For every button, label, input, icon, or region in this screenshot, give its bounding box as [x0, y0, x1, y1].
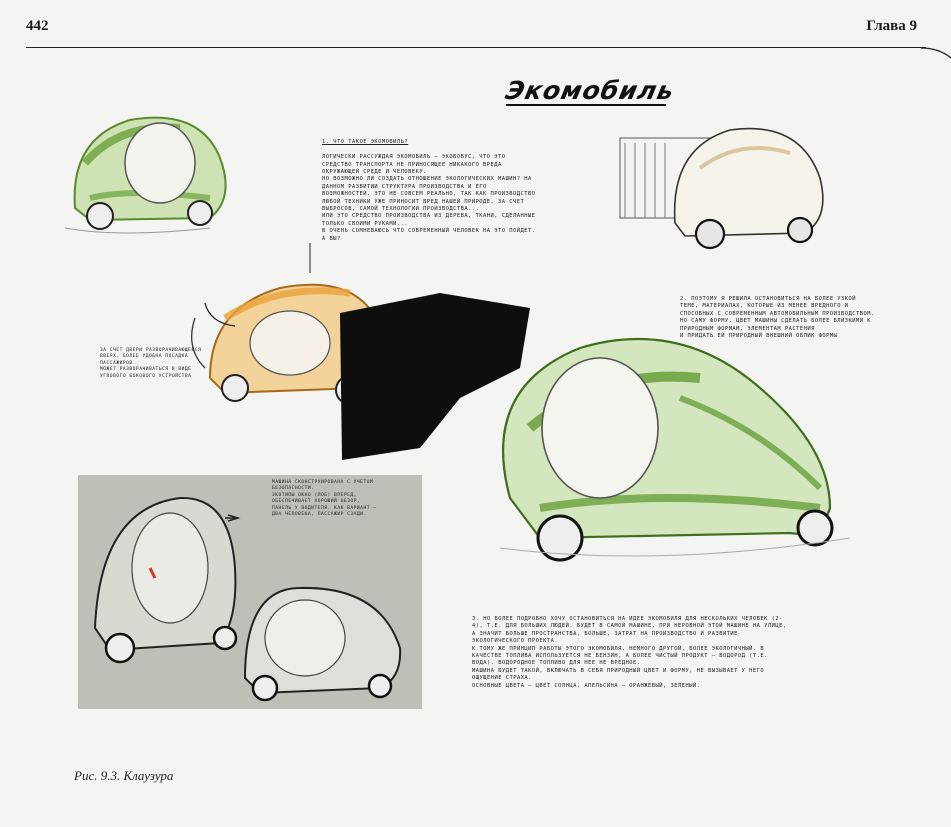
page-number: 442: [26, 18, 49, 34]
note-1-heading: 1. Что такое экомобиль?: [322, 139, 409, 146]
plate-title-underline: [506, 104, 666, 106]
note-gray-panel: Машина сконструирована с учетом безопасн…: [272, 480, 377, 518]
note-1: 1. Что такое экомобиль? Логически рассуж…: [322, 132, 537, 251]
green-car-sketch-topleft: [64, 116, 227, 234]
plate-title: Экомобиль: [502, 76, 678, 105]
header-rule: [26, 47, 926, 48]
note-2: 2. Поэтому я решила остановиться на боле…: [680, 296, 875, 340]
gray-panel-car-sketches: [93, 496, 402, 702]
note-3: 3. Но более подробно хочу остановиться н…: [472, 616, 787, 689]
black-ink-backdrop: [340, 293, 530, 460]
car-sketches: [64, 116, 851, 702]
curved-arrow: [204, 302, 236, 327]
white-car-sketch-topright: [619, 127, 824, 250]
green-car-sketch-large: [499, 338, 851, 562]
figure-caption: Рис. 9.3. Клаузура: [74, 768, 174, 783]
chapter-title: Глава 9: [866, 18, 917, 34]
page-curl-line: [921, 47, 951, 59]
sketch-plate: Экомобиль 1. Что такое экомобиль? Логиче…: [60, 68, 930, 728]
note-left-small: За счет двери разворачивающейся вверх, б…: [100, 348, 202, 379]
note-1-body: Логически рассуждая экомобиль – экобобус…: [322, 154, 536, 242]
